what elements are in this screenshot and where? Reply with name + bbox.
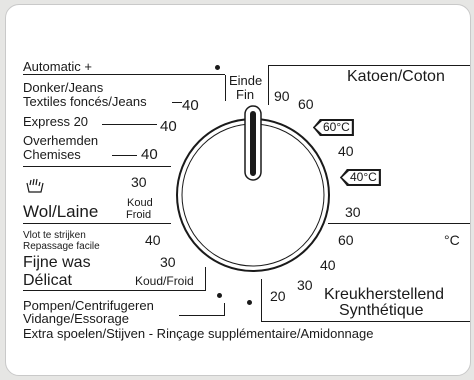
pompen-label-line1: Pompen/Centrifugeren — [23, 298, 154, 313]
wol-bottom-line — [23, 223, 171, 224]
wol-froid: Froid — [126, 209, 152, 221]
vlot-label-line1: Vlot te strijken — [23, 230, 86, 241]
temperature-unit: °C — [444, 232, 460, 248]
katoen-line — [268, 65, 470, 66]
fijne-label-line2: Délicat — [23, 272, 72, 289]
kreuk-bottom-line — [261, 321, 470, 322]
automatic-dot — [215, 65, 220, 70]
express-temp: 40 — [160, 118, 177, 135]
kreuk-temp-60: 60 — [338, 232, 354, 248]
vlot-temp: 40 — [145, 232, 161, 248]
kreuk-label-line1: Kreukherstellend — [324, 286, 445, 303]
automatic-label: Automatic + — [23, 59, 93, 74]
overhemden-line — [112, 155, 137, 156]
automatic-line — [23, 74, 225, 75]
einde-right-line — [268, 65, 269, 105]
fijne-vertical-line — [205, 267, 206, 291]
pompen-vertical-line — [224, 303, 225, 316]
fijne-temp: 30 — [160, 254, 176, 270]
donker-label-line2: Textiles foncés/Jeans — [23, 94, 147, 109]
kreuk-temp-30: 30 — [297, 277, 313, 293]
pompen-dot — [217, 293, 222, 298]
donker-label-line1: Donker/Jeans — [23, 80, 104, 95]
overhemden-temp: 40 — [141, 146, 158, 163]
fijne-koud-froid: Koud/Froid — [135, 274, 194, 288]
express-label: Express 20 — [23, 114, 89, 129]
pompen-line — [179, 315, 224, 316]
wol-temp: 30 — [131, 174, 147, 190]
katoen-temp-40: 40 — [338, 143, 354, 159]
express-line — [102, 124, 157, 125]
katoen-tag-60c: 60°C — [313, 119, 354, 136]
donker-temp: 40 — [182, 97, 199, 114]
katoen-temp-30: 30 — [345, 204, 361, 220]
kreuk-temp-20: 20 — [270, 288, 286, 304]
katoen-bottom-line — [328, 223, 470, 224]
wol-top-line — [23, 166, 171, 167]
control-panel: Einde Fin Automatic + Donker/Jeans Texti… — [5, 4, 471, 376]
katoen-tag-40c: 40°C — [340, 169, 381, 186]
vlot-label-line2: Repassage facile — [23, 241, 100, 252]
wol-label: Wol/Laine — [23, 202, 99, 221]
katoen-temp-90: 90 — [274, 88, 290, 104]
kreuk-vertical-line — [261, 279, 262, 321]
fijne-label-line1: Fijne was — [23, 254, 91, 271]
pompen-label-line2: Vidange/Essorage — [23, 311, 130, 326]
katoen-label: Katoen/Coton — [347, 68, 445, 85]
extra-label: Extra spoelen/Stijven - Rinçage suppléme… — [23, 326, 374, 341]
overhemden-label-line1: Overhemden — [23, 133, 99, 148]
kreuk-temp-40: 40 — [320, 257, 336, 273]
overhemden-label-line2: Chemises — [23, 147, 81, 162]
einde-left-line — [225, 75, 226, 101]
program-dial[interactable] — [6, 5, 470, 375]
extra-dot — [247, 300, 252, 305]
fin-label: Fin — [236, 87, 255, 102]
donker-line — [172, 102, 182, 103]
kreuk-label-line2: Synthétique — [339, 302, 424, 319]
katoen-temp-60: 60 — [298, 96, 314, 112]
dial-pointer — [250, 111, 256, 176]
wol-koud: Koud — [127, 197, 153, 209]
einde-label: Einde — [229, 73, 263, 88]
handwash-icon — [26, 178, 44, 193]
fijne-bottom-line — [23, 290, 205, 291]
